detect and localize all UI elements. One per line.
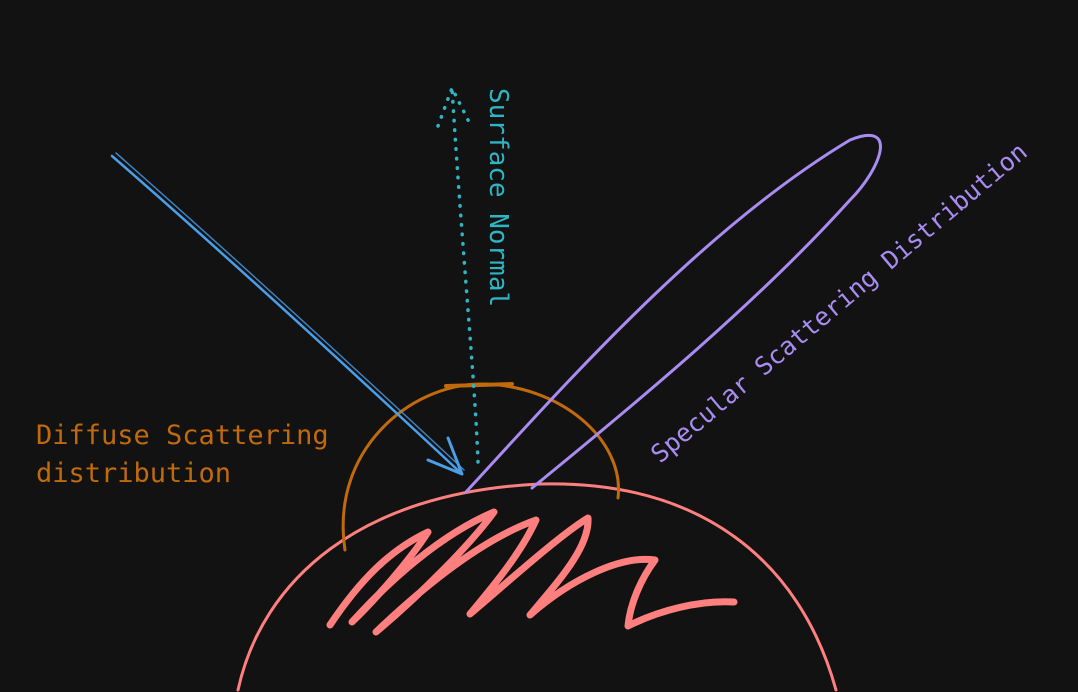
diffuse-hemisphere-cap xyxy=(444,382,514,388)
surface-hatch xyxy=(326,508,738,636)
diffuse-label-line2: distribution xyxy=(36,458,231,489)
surface-normal-arrowhead xyxy=(436,83,472,128)
surface-normal-arrow xyxy=(450,86,480,464)
diffuse-label-line1: Diffuse Scattering xyxy=(36,420,329,451)
specular-lobe xyxy=(464,133,882,494)
surface-normal-label: Surface Normal xyxy=(483,88,513,307)
specular-label: Specular Scattering Distribution xyxy=(645,137,1033,469)
incident-ray xyxy=(110,154,464,476)
surface-circle xyxy=(236,482,838,692)
incident-ray-shadow xyxy=(115,152,465,471)
incident-ray-arrowhead xyxy=(426,436,464,476)
